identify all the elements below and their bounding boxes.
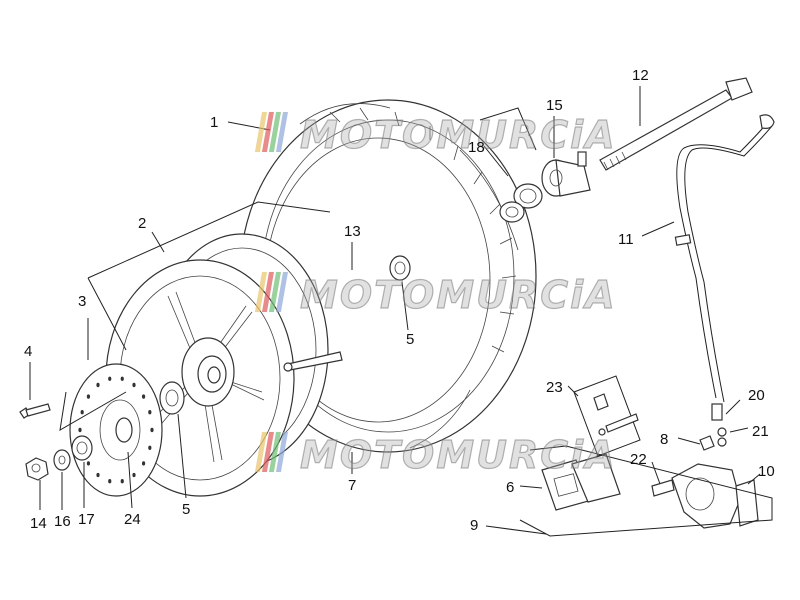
disc-hole [80,410,84,415]
callout-15: 15 [546,97,563,114]
speedometer-drive [499,151,591,223]
watermark-stripe [268,112,281,152]
callout-6: 6 [506,479,514,496]
callout-10: 10 [758,463,775,480]
watermark-stripe [254,432,267,472]
callout-16: 16 [54,513,71,530]
disc-hole [86,394,91,399]
pad-clip-kit [573,375,641,457]
callout-24: 24 [124,511,141,528]
callout-2: 2 [138,215,146,232]
watermark-stripe [275,112,288,152]
watermark-stripe [275,432,288,472]
disc-hole [150,427,154,433]
watermark-stripe [275,272,288,312]
disc-hole [132,382,136,388]
callout-21: 21 [752,423,769,440]
disc-hole [148,410,152,415]
disc-hole [120,479,124,484]
disc-hole [120,376,124,381]
callout-8: 8 [660,431,668,448]
disc-hole [141,394,146,399]
svg-text:MOTOMURCiA: MOTOMURCiA [300,433,617,477]
callout-7: 7 [348,477,356,494]
wheel-rim [105,233,343,497]
axle-nut [25,457,49,481]
watermark-bottom: MOTOMURCiA [254,432,617,478]
disc-hole [108,479,112,484]
washer [53,449,71,471]
callout-17: 17 [78,511,95,528]
spacer [71,435,93,461]
brake-disc [69,363,163,497]
watermark-middle: MOTOMURCiA [254,272,617,318]
watermark-stripe [268,272,281,312]
disc-hole [96,472,100,478]
callout-5-right: 5 [406,331,414,348]
watermark-stripe [254,112,267,152]
svg-text:MOTOMURCiA: MOTOMURCiA [300,273,617,317]
watermark-stripe [261,272,274,312]
callout-14: 14 [30,515,47,532]
disc-hole [96,382,100,388]
svg-text:MOTOMURCiA: MOTOMURCiA [300,113,617,157]
watermark-stripe [261,432,274,472]
watermark-stripe [261,112,274,152]
callout-4: 4 [24,343,32,360]
callout-12: 12 [632,67,649,84]
callout-23: 23 [546,379,563,396]
brake-caliper [651,427,759,529]
wheel-axle [599,77,753,171]
watermark-stripe [268,432,281,472]
disc-bolt [19,403,51,419]
callout-9: 9 [470,517,478,534]
brake-pads [541,453,621,511]
callout-13: 13 [344,223,361,240]
bearing-left [159,381,185,415]
disc-hole [141,461,146,466]
callout-18: 18 [468,139,485,156]
disc-hole [148,445,152,450]
callout-20: 20 [748,387,765,404]
callout-5-left: 5 [182,501,190,518]
spacer-right [389,255,411,281]
disc-hole [78,427,82,433]
brake-hose [674,114,775,421]
callout-11: 11 [618,231,634,248]
callout-3: 3 [78,293,86,310]
watermark-stripe [254,272,267,312]
callout-1: 1 [210,114,218,131]
disc-hole [86,461,91,466]
callout-22: 22 [630,451,647,468]
disc-hole [132,472,136,478]
disc-hole [108,376,112,381]
watermark-top: MOTOMURCiA [254,112,617,158]
